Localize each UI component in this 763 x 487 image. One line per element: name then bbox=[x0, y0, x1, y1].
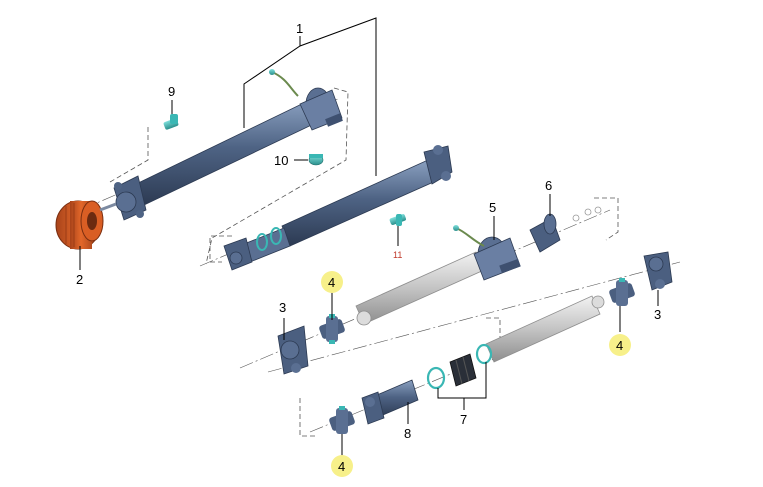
callout-4-right: 4 bbox=[616, 338, 623, 353]
universal-joint-4-right-part[interactable] bbox=[608, 278, 635, 306]
callout-7: 7 bbox=[460, 412, 467, 427]
callout-5: 5 bbox=[489, 200, 496, 215]
boot-7-part[interactable] bbox=[426, 343, 493, 390]
callout-6: 6 bbox=[545, 178, 552, 193]
sensor-plug-center bbox=[453, 225, 459, 231]
callout-4-top: 4 bbox=[328, 275, 335, 290]
lower-propeller-tube[interactable] bbox=[485, 295, 605, 363]
highlight-4-bottom bbox=[331, 455, 353, 477]
assembly-frame-upper bbox=[109, 87, 349, 265]
callout-8: 8 bbox=[404, 426, 411, 441]
nut-10-part[interactable] bbox=[308, 154, 324, 166]
callout-10: 10 bbox=[274, 153, 288, 168]
callout-4-bottom: 4 bbox=[338, 459, 345, 474]
front-propeller-shaft[interactable] bbox=[99, 87, 343, 221]
yoke-3-left-part[interactable] bbox=[277, 325, 309, 375]
flange-6-part[interactable] bbox=[529, 206, 602, 253]
center-bearing-shaft-assembly[interactable] bbox=[355, 236, 521, 326]
sensor-plug-front bbox=[269, 69, 275, 75]
flex-coupling-part[interactable] bbox=[55, 200, 104, 250]
rear-propeller-shaft[interactable] bbox=[223, 145, 453, 271]
sensor-wire-center bbox=[455, 227, 485, 247]
leader-lines bbox=[79, 17, 659, 456]
assembly-frame-lower bbox=[299, 317, 501, 437]
assembly-frame-middle bbox=[209, 197, 619, 263]
bolt-11-part[interactable] bbox=[389, 214, 406, 226]
highlight-4-top bbox=[321, 271, 343, 293]
callout-3-right: 3 bbox=[654, 307, 661, 322]
highlight-4-right bbox=[609, 334, 631, 356]
bolt-9-part[interactable] bbox=[163, 114, 179, 130]
axis-line-lower-b bbox=[267, 261, 681, 373]
callout-1: 1 bbox=[296, 21, 303, 36]
callout-3-left: 3 bbox=[279, 300, 286, 315]
slip-yoke-8-part[interactable] bbox=[361, 379, 419, 425]
callout-2: 2 bbox=[76, 272, 83, 287]
universal-joint-4-bottom-part[interactable] bbox=[328, 406, 355, 434]
yoke-3-right-part[interactable] bbox=[643, 251, 673, 291]
callout-11: 11 bbox=[393, 250, 402, 260]
callout-9: 9 bbox=[168, 84, 175, 99]
sensor-wire-front bbox=[271, 71, 299, 97]
